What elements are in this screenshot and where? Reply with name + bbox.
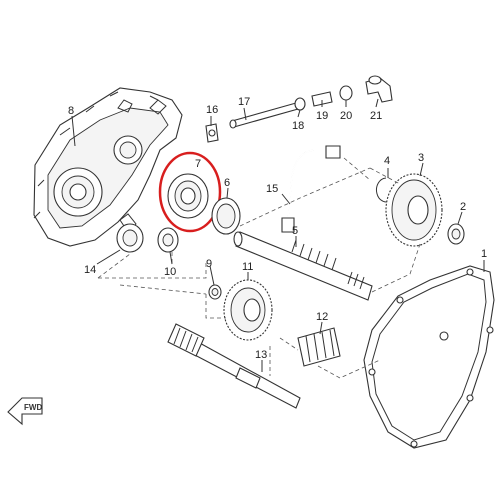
- assembly-lines: [97, 157, 421, 379]
- label-part-8: 8: [68, 105, 74, 117]
- part-8-crankcase-housing: [33, 87, 183, 247]
- label-part-6: 6: [224, 177, 230, 189]
- label-part-5: 5: [292, 225, 298, 237]
- label-part-3: 3: [418, 152, 424, 164]
- label-part-10: 10: [164, 266, 176, 278]
- label-part-12: 12: [316, 311, 328, 323]
- part-9-washer: [208, 284, 222, 300]
- part-18-collar: [294, 97, 306, 111]
- part-3-gear: [385, 173, 443, 247]
- label-part-2: 2: [460, 201, 466, 213]
- label-part-17: 17: [238, 96, 250, 108]
- label-part-1: 1: [481, 248, 487, 260]
- part-19-spacer: [311, 91, 333, 107]
- fwd-label: FWD: [24, 403, 42, 412]
- part-1-gasket: [363, 265, 495, 449]
- label-part-21: 21: [370, 110, 382, 122]
- part-2-washer: [447, 223, 465, 245]
- part-5-main-shaft: [233, 231, 373, 301]
- label-part-16: 16: [206, 104, 218, 116]
- part-7-bearing: [167, 173, 209, 219]
- label-part-11: 11: [242, 261, 253, 273]
- label-part-20: 20: [340, 110, 352, 122]
- part-6-seal-ring: [211, 197, 241, 235]
- part-21-elbow-fitting: [365, 75, 393, 103]
- part-10-bearing: [157, 227, 179, 253]
- part-16-clip: [205, 123, 219, 143]
- highlight-circle: [158, 151, 222, 233]
- leader-lines: [71, 98, 485, 372]
- label-part-14: 14: [84, 264, 96, 276]
- label-part-9: 9: [206, 258, 212, 270]
- label-part-15: 15: [266, 183, 278, 195]
- part-20-ring: [339, 85, 353, 101]
- part-11-gear: [223, 279, 273, 341]
- label-part-7: 7: [195, 158, 201, 170]
- label-part-4: 4: [384, 155, 390, 167]
- part-12-pinion: [297, 327, 341, 367]
- label-part-18: 18: [292, 120, 304, 132]
- label-part-19: 19: [316, 110, 328, 122]
- part-14-bearing: [116, 223, 144, 253]
- part-labels: 8 16 17 18 19 20 21 7 6 4 3 2 15 5 14 10…: [68, 96, 487, 361]
- label-part-13: 13: [255, 349, 267, 361]
- fwd-arrow-icon: FWD: [7, 397, 43, 426]
- part-15-tube: [281, 145, 341, 233]
- part-13-drive-shaft: [167, 323, 301, 409]
